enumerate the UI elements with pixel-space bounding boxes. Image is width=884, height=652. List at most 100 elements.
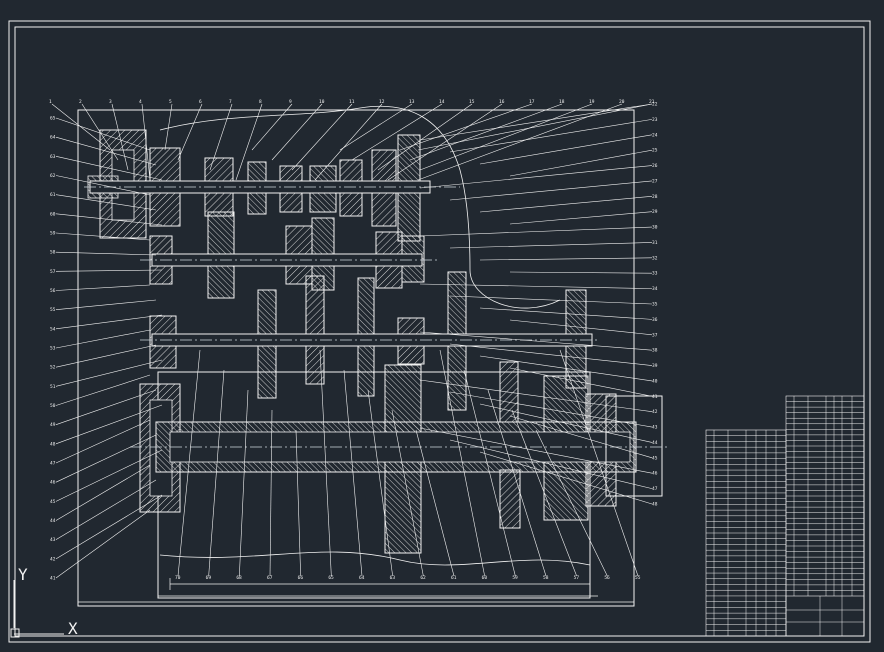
leader-bottom — [511, 409, 577, 577]
leader-right — [449, 180, 653, 201]
leader-bottom — [239, 389, 249, 577]
leader-bottom — [439, 349, 485, 577]
leader-left — [55, 434, 157, 483]
leader-left — [55, 251, 157, 256]
balloon-label-right: 43 — [652, 425, 658, 431]
leader-top — [291, 103, 353, 171]
leader-right — [419, 165, 653, 189]
dimension-lines — [78, 578, 634, 603]
balloon-label-bottom: 60 — [482, 575, 488, 581]
leader-top — [51, 103, 111, 151]
leader-right — [419, 103, 653, 141]
outer-border — [8, 20, 871, 643]
leader-left — [55, 464, 151, 521]
leader-right — [509, 149, 653, 177]
leader-right — [509, 211, 653, 225]
balloon-label-right: 27 — [652, 178, 658, 184]
balloon-label-top: 12 — [379, 99, 385, 105]
balloon-label-left: 58 — [50, 250, 56, 256]
balloon-label-bottom: 63 — [390, 575, 396, 581]
leader-bottom — [463, 369, 516, 577]
balloon-label-left: 41 — [50, 576, 56, 582]
balloon-label-bottom: 61 — [451, 575, 457, 581]
balloon-label-left: 60 — [50, 211, 56, 217]
balloon-label-right: 38 — [652, 348, 658, 354]
leader-bottom — [367, 389, 393, 577]
leader-left — [55, 329, 151, 349]
parts-list-table[interactable] — [705, 395, 865, 637]
leader-left — [55, 269, 163, 272]
leader-left — [55, 136, 157, 166]
balloon-label-left: 50 — [50, 403, 56, 409]
leader-top — [164, 103, 173, 151]
balloon-label-bottom: 58 — [543, 575, 549, 581]
leader-left — [55, 404, 163, 445]
balloon-label-right: 36 — [652, 317, 658, 323]
leader-top — [111, 103, 129, 171]
leader-right — [449, 343, 653, 366]
leader-bottom — [535, 429, 608, 577]
balloon-label-top: 15 — [469, 99, 475, 105]
balloon-label-right: 32 — [652, 255, 658, 261]
balloon-label-top: 3 — [109, 99, 112, 105]
balloon-label-bottom: 56 — [604, 575, 610, 581]
balloon-label-left: 49 — [50, 422, 56, 428]
leader-right — [509, 319, 653, 336]
balloon-label-top: 11 — [349, 99, 355, 105]
leader-top — [141, 103, 151, 181]
leader-right — [449, 295, 653, 305]
leader-top — [377, 103, 473, 171]
balloon-label-left: 42 — [50, 556, 56, 562]
balloon-label-left: 61 — [50, 192, 56, 198]
leader-top — [81, 103, 119, 161]
leader-bottom — [295, 429, 301, 577]
balloon-label-left: 57 — [50, 269, 56, 275]
leader-top — [351, 103, 443, 161]
balloon-label-top: 10 — [319, 99, 325, 105]
leader-left — [55, 213, 163, 226]
leader-left — [55, 494, 163, 560]
break-line-top — [159, 105, 561, 309]
leader-right — [479, 403, 653, 443]
balloon-label-bottom: 64 — [359, 575, 365, 581]
leader-bottom — [269, 409, 273, 577]
balloon-label-left: 45 — [50, 499, 56, 505]
balloon-label-right: 26 — [652, 163, 658, 169]
balloon-label-right: 42 — [652, 409, 658, 415]
leader-top — [339, 103, 413, 151]
leader-left — [55, 314, 163, 330]
balloon-label-top: 7 — [229, 99, 232, 105]
leader-left — [55, 284, 151, 291]
leader-top — [314, 103, 383, 181]
balloon-label-left: 64 — [50, 135, 56, 141]
leader-left — [55, 156, 163, 181]
leader-right — [419, 379, 653, 412]
balloon-label-right: 34 — [652, 286, 658, 292]
balloon-label-right: 22 — [652, 102, 658, 108]
leader-bottom — [177, 349, 201, 577]
leader-right — [419, 283, 653, 289]
leader-bottom — [391, 409, 424, 577]
balloon-label-top: 9 — [289, 99, 292, 105]
balloon-label-right: 40 — [652, 378, 658, 384]
balloon-label-bottom: 67 — [267, 575, 273, 581]
leader-left — [55, 449, 163, 502]
leader-top — [419, 103, 593, 171]
balloon-label-top: 17 — [529, 99, 535, 105]
leader-bottom — [319, 349, 332, 577]
balloon-label-top: 6 — [199, 99, 202, 105]
leader-left — [55, 117, 151, 151]
leader-left — [55, 479, 157, 540]
balloon-label-right: 30 — [652, 225, 658, 231]
balloon-label-left: 52 — [50, 365, 56, 371]
balloon-label-top: 20 — [619, 99, 625, 105]
balloon-label-top: 16 — [499, 99, 505, 105]
leader-right — [449, 391, 653, 428]
balloon-label-top: 18 — [559, 99, 565, 105]
balloon-label-left: 54 — [50, 326, 56, 332]
leader-right — [479, 134, 653, 165]
leader-top — [387, 103, 503, 181]
inner-border — [14, 26, 865, 637]
